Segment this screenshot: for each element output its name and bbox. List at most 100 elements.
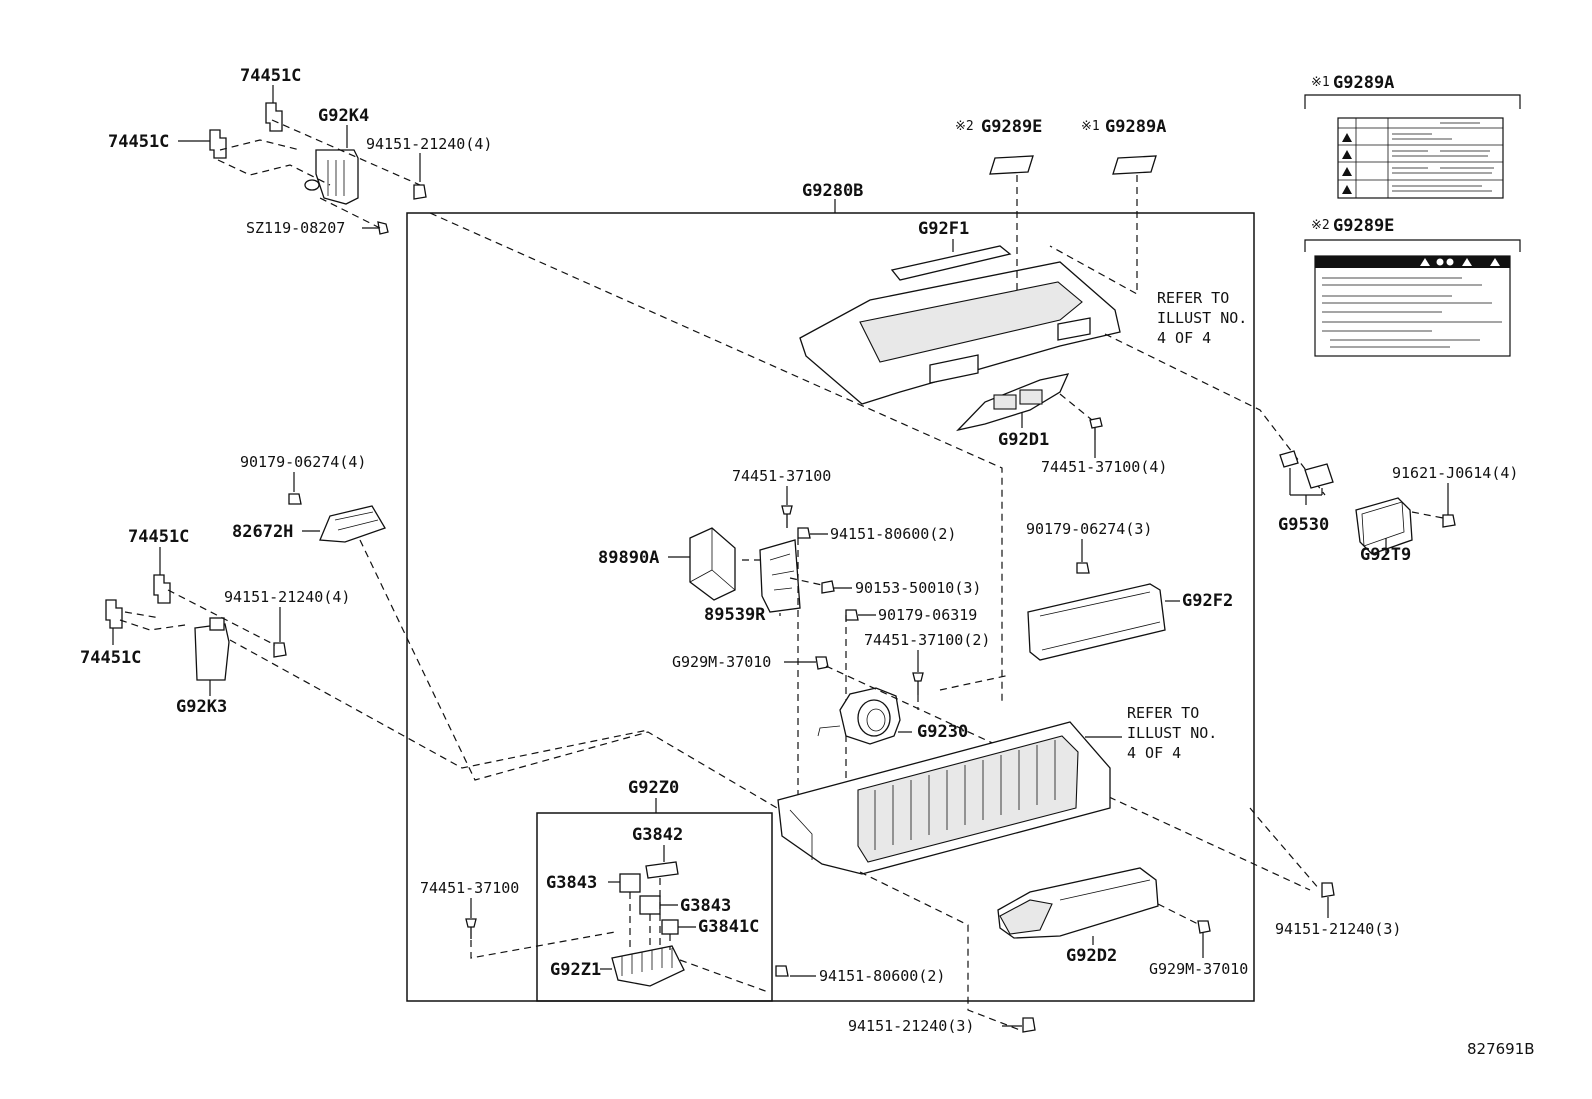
main-assembly-frame [406,212,1255,1002]
junction-block-group: G92Z0 G3842 G3843 G3843 G3841C G92Z1 [536,778,773,1002]
duct-g92d2-outlet [999,899,1053,935]
ecu-group: 74451-37100 94151-80600(2) 89890A 89539R… [598,467,981,800]
dashes-g92k4 [217,119,421,229]
g92z1-label: G92Z1 [550,960,601,980]
c89539r-label: 89539R [704,605,766,625]
blower-g9230-inlet [857,699,891,737]
g9230-label: G9230 [917,722,968,742]
bracket-g92f2 [1027,583,1166,661]
nut-90179-06319 [845,609,859,621]
nut-94151-80600-top [797,527,811,539]
label-g9289e-header [1315,256,1510,268]
nut-90179-06274-4 [288,493,302,505]
block-g92z1-terminals [621,948,673,976]
bracket-g92f2-edges [1039,591,1161,651]
g92f2-label: G92F2 [1182,591,1233,611]
clip-74451c-mid [153,574,171,604]
b90179-06274-3-label: 90179-06274(3) [1026,520,1152,538]
clip-g9530 [1279,450,1334,489]
bracket-g92k3-top [209,617,225,631]
refer2-line1: REFER TO [1127,704,1199,722]
sensor-g92t9-face [1361,501,1405,547]
bolt-sz119 [377,221,389,235]
g9289a-label: G9289A [1105,117,1166,137]
bolt-74451-37100-low [465,918,477,939]
cover-group: G92F1 ※2 G9289E ※1 G9289A REFER TO ILLUS… [799,117,1326,496]
g9289a-note: ※1 [1081,119,1100,134]
label-g9289a-grid [1338,118,1503,198]
blower-g9230-wire [817,725,841,737]
nut-94151-mid [273,642,287,658]
b94151-21240-4-top-label: 94151-21240(4) [366,135,492,153]
nut-90179-06274-3 [1076,562,1090,574]
bracket-g92k4-tab [304,179,320,191]
bracket-g92k4-ribs [327,160,345,196]
refer1-line2: ILLUST NO. [1157,309,1247,327]
inset2-bracket [1304,239,1521,252]
bracket-g92k4 [315,149,359,205]
right-side-group: 94151-21240(3) 94151-21240(3) G9530 9162… [848,450,1518,1035]
part-74451c-top-label: 74451C [240,66,301,86]
refer1-line1: REFER TO [1157,289,1229,307]
nut-94151-21240-3-right [1321,882,1335,898]
clip-74451c-low [105,599,123,629]
g929m-left-label: G929M-37010 [672,653,771,671]
inset2-note: ※2 [1311,218,1330,233]
sticker-g9289e [989,155,1034,175]
inset2-title: G9289E [1333,216,1394,236]
b74451-37100-2-label: 74451-37100(2) [864,631,990,649]
g92k3-label: G92K3 [176,697,227,717]
bolt-74451-37100 [781,505,793,528]
g92f1-label: G92F1 [918,219,969,239]
b94151-21240-4-mid-label: 94151-21240(4) [224,588,350,606]
label-g9289e-text-lines [1322,277,1502,348]
bracket-82672h [319,505,386,543]
g9289e-label: G9289E [981,117,1042,137]
blower-g9230-hub [866,708,886,732]
label-g9289e-header-icons [1420,258,1500,266]
g929m-right-label: G929M-37010 [1149,960,1248,978]
g92z0-box [536,812,773,1002]
fuse-g3841c [661,919,679,935]
g9530-label: G9530 [1278,515,1329,535]
dash-stickers [1016,175,1138,296]
ecu-89890a [689,527,736,601]
ecu-89890a-edges [689,528,736,591]
dash-tray-right [1249,807,1321,891]
label-g9289e-header-icon-b [1446,258,1454,266]
screw-g929m-left [815,656,829,670]
duct-g92d1-port1 [993,394,1017,410]
bracket-g92k3 [194,623,230,681]
block-g92z1 [611,945,685,987]
dash-g92d1 [1059,393,1093,421]
label-g9289a-warning-icons [1342,133,1352,194]
g92k4-label: G92K4 [318,106,369,126]
strip-g92f1 [890,245,1012,281]
c82672h-label: 82672H [232,522,293,542]
inset1-title: G9289A [1333,73,1394,93]
g92t9-label: G92T9 [1360,545,1411,565]
clip-74451c-left [209,129,227,159]
refer1-line3: 4 OF 4 [1157,329,1211,347]
bracket-89539r-detail [769,553,795,591]
b90179-06319-label: 90179-06319 [878,606,977,624]
sticker-g9289a [1112,155,1157,175]
sz119-label: SZ119-08207 [246,219,345,237]
battery-tray-end [789,809,813,860]
screw-g929m-right [1197,920,1211,934]
nut-94151-21240-3-bottom [1022,1017,1036,1033]
g3843-b-label: G3843 [680,896,731,916]
nut-94151-80600-low [775,965,789,977]
dash-g92t9 [1411,511,1444,519]
g9280b-label: G9280B [802,181,863,201]
g92d1-label: G92D1 [998,430,1049,450]
refer2-line3: 4 OF 4 [1127,744,1181,762]
g3843-a-label: G3843 [546,873,597,893]
inset-g9289a: ※1 G9289A [1304,73,1521,199]
bracket-g92f2-group: 90179-06274(3) G92F2 [1026,520,1233,661]
relay-g3843-a [619,873,641,893]
bracket-82672h-ribs [334,511,379,531]
bracket-89539r [759,539,801,613]
bracket-82672h-group: 90179-06274(4) 82672H [232,453,846,849]
